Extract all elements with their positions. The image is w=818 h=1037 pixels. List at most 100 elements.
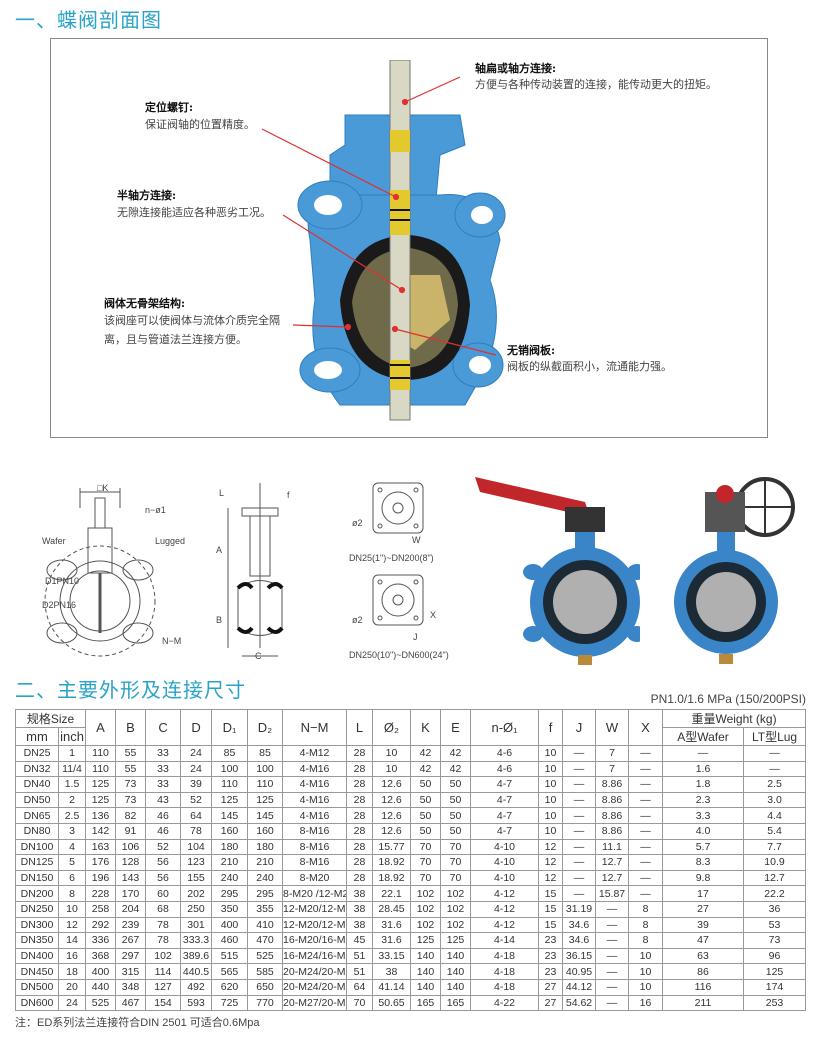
table-cell: 15 bbox=[538, 885, 564, 902]
table-cell: — bbox=[562, 854, 597, 871]
table-cell: 7 bbox=[595, 760, 630, 778]
table-cell: 515 bbox=[211, 947, 249, 965]
table-cell: 4-12 bbox=[470, 916, 540, 934]
table-cell: 292 bbox=[85, 916, 117, 934]
dim-phi2-label-top1: ø2 bbox=[352, 518, 363, 528]
table-cell: 4-7 bbox=[470, 807, 540, 824]
footnote: 注：ED系列法兰连接符合DIN 2501 可适合0.6Mpa bbox=[15, 1017, 260, 1029]
table-cell: 44.12 bbox=[562, 978, 597, 996]
table-cell: 10 bbox=[628, 978, 664, 996]
table-cell: 15.87 bbox=[595, 885, 630, 902]
table-cell: 102 bbox=[410, 916, 442, 934]
table-cell: 15 bbox=[538, 900, 564, 918]
table-cell: 33.15 bbox=[372, 947, 412, 965]
top1-caption: DN25(1")~DN200(8") bbox=[349, 553, 434, 563]
table-cell: 258 bbox=[85, 900, 117, 918]
table-cell: 114 bbox=[145, 963, 182, 980]
table-cell: 8-M16 bbox=[282, 838, 348, 856]
size-header: 规格Size bbox=[14, 709, 87, 728]
table-cell: 400 bbox=[211, 916, 249, 934]
table-cell: 180 bbox=[211, 838, 249, 856]
table-cell: 467 bbox=[115, 994, 147, 1012]
table-cell: — bbox=[562, 807, 597, 824]
table-cell: 70 bbox=[410, 854, 442, 871]
table-cell: — bbox=[743, 745, 807, 762]
table-cell: 492 bbox=[180, 978, 213, 996]
table-cell: 28 bbox=[346, 760, 374, 778]
table-cell: 348 bbox=[115, 978, 147, 996]
table-cell: 140 bbox=[440, 947, 472, 965]
table-cell: 42 bbox=[410, 745, 442, 762]
table-cell: 525 bbox=[247, 947, 284, 965]
table-cell: 100 bbox=[211, 760, 249, 778]
table-cell: 4-M16 bbox=[282, 791, 348, 809]
table-cell: 7 bbox=[595, 745, 630, 762]
table-cell: DN450 bbox=[15, 963, 59, 980]
table-cell: 400 bbox=[85, 963, 117, 980]
table-row: DN6002452546715459372577020-M27/20-M3370… bbox=[15, 994, 807, 1012]
table-cell: 333.3 bbox=[180, 932, 213, 949]
table-cell: 27 bbox=[662, 900, 745, 918]
column-header: W bbox=[595, 709, 630, 746]
table-cell: 4-12 bbox=[470, 900, 540, 918]
table-cell: 4-14 bbox=[470, 932, 540, 949]
table-cell: 8 bbox=[628, 900, 664, 918]
table-cell: 295 bbox=[211, 885, 249, 902]
table-cell: 8 bbox=[57, 885, 87, 902]
table-cell: 110 bbox=[211, 776, 249, 793]
table-cell: — bbox=[595, 994, 630, 1012]
top-view-large-drawing bbox=[372, 574, 424, 626]
table-cell: 41.14 bbox=[372, 978, 412, 996]
table-cell: — bbox=[595, 900, 630, 918]
column-header: f bbox=[538, 709, 564, 746]
table-cell: 110 bbox=[85, 760, 117, 778]
table-cell: 145 bbox=[247, 807, 284, 824]
table-cell: 46 bbox=[145, 807, 182, 824]
table-cell: 267 bbox=[115, 932, 147, 949]
table-cell: 12.6 bbox=[372, 807, 412, 824]
table-cell: 210 bbox=[211, 854, 249, 871]
table-cell: 85 bbox=[211, 745, 249, 762]
table-cell: 22.2 bbox=[743, 885, 807, 902]
table-cell: 4-10 bbox=[470, 838, 540, 856]
table-cell: 8.86 bbox=[595, 822, 630, 840]
table-cell: 23 bbox=[538, 932, 564, 949]
table-cell: 140 bbox=[410, 947, 442, 965]
table-cell: DN25 bbox=[15, 745, 59, 762]
table-cell: — bbox=[628, 807, 664, 824]
table-cell: — bbox=[743, 760, 807, 778]
table-cell: DN150 bbox=[15, 869, 59, 887]
table-cell: 28 bbox=[346, 776, 374, 793]
table-cell: 180 bbox=[247, 838, 284, 856]
table-cell: 440.5 bbox=[180, 963, 213, 980]
table-cell: 770 bbox=[247, 994, 284, 1012]
table-cell: 56 bbox=[145, 854, 182, 871]
table-cell: DN125 bbox=[15, 854, 59, 871]
table-cell: 250 bbox=[180, 900, 213, 918]
table-cell: 10 bbox=[628, 947, 664, 965]
table-cell: 42 bbox=[440, 760, 472, 778]
table-cell: 4-M16 bbox=[282, 760, 348, 778]
table-cell: 31.6 bbox=[372, 916, 412, 934]
table-cell: 125 bbox=[440, 932, 472, 949]
table-cell: 12 bbox=[538, 854, 564, 871]
table-cell: 70 bbox=[346, 994, 374, 1012]
table-cell: 1 bbox=[57, 745, 87, 762]
wafer-weight-header: A型Wafer bbox=[662, 727, 745, 746]
table-cell: 176 bbox=[85, 854, 117, 871]
table-cell: 3.3 bbox=[662, 807, 745, 824]
table-cell: 20 bbox=[57, 978, 87, 996]
callout-body-structure-text1: 该阀座可以使阀体与流体介质完全隔 bbox=[104, 314, 280, 327]
table-cell: 4-M12 bbox=[282, 745, 348, 762]
callout-positioning-screw-title: 定位螺钉: bbox=[145, 101, 194, 114]
table-cell: 28 bbox=[346, 807, 374, 824]
table-cell: 389.6 bbox=[180, 947, 213, 965]
table-cell: 56 bbox=[145, 869, 182, 887]
table-cell: 650 bbox=[247, 978, 284, 996]
table-cell: 20-M24/20-M30 bbox=[282, 978, 348, 996]
table-cell: 70 bbox=[440, 854, 472, 871]
